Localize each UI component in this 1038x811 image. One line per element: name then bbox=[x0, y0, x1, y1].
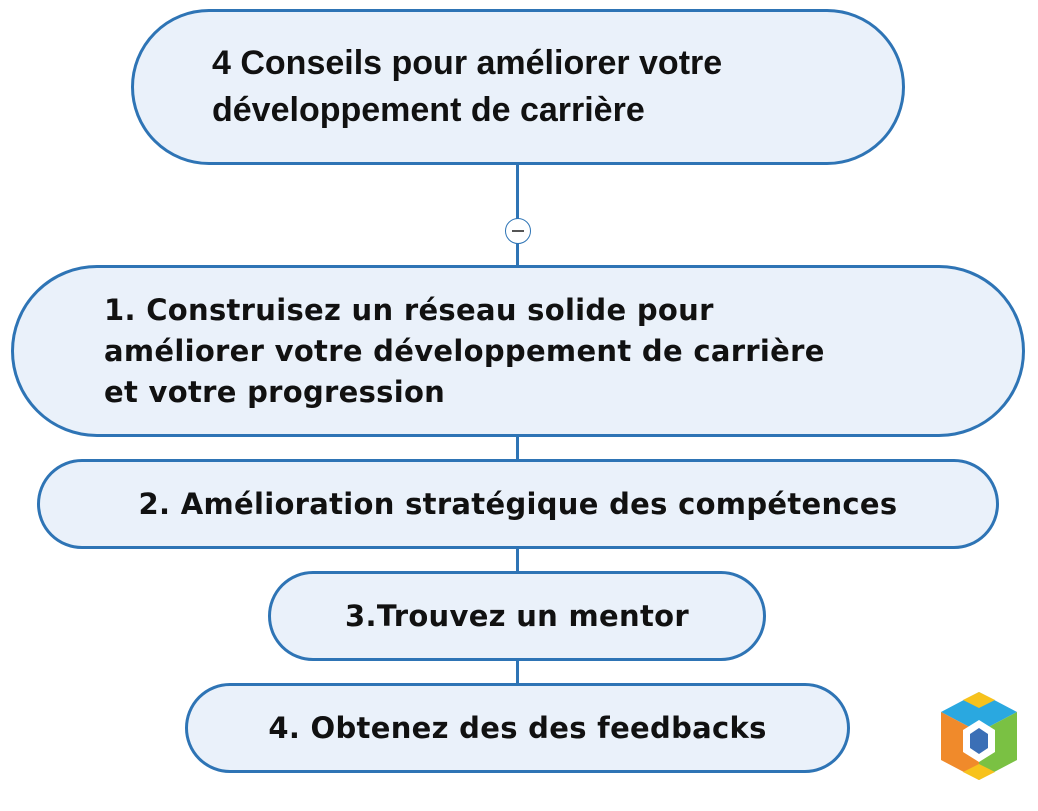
subtopic-4-label: 4. Obtenez des des feedbacks bbox=[268, 711, 767, 745]
subtopic-1-line-1: 1. Construisez un réseau solide pour bbox=[104, 292, 714, 327]
root-topic-line-2: développement de carrière bbox=[212, 91, 645, 129]
logo-bottom-accent bbox=[963, 764, 995, 780]
subtopic-1[interactable]: 1. Construisez un réseau solide pour amé… bbox=[11, 265, 1025, 437]
subtopic-1-text: 1. Construisez un réseau solide pour amé… bbox=[104, 290, 825, 413]
logo-center-inner bbox=[970, 728, 988, 754]
root-topic[interactable]: 4 Conseils pour améliorer votre développ… bbox=[131, 9, 905, 165]
connector-node-1-to-node-2 bbox=[516, 436, 519, 461]
collapse-toggle[interactable] bbox=[505, 218, 531, 244]
connector-root-to-collapse bbox=[516, 164, 519, 220]
minus-icon bbox=[512, 230, 524, 232]
logo-top-accent bbox=[963, 692, 995, 708]
connector-collapse-to-node-1 bbox=[516, 243, 519, 267]
cube-logo bbox=[941, 692, 1017, 780]
connector-node-2-to-node-3 bbox=[516, 548, 519, 573]
root-topic-line-1: 4 Conseils pour améliorer votre bbox=[212, 44, 723, 82]
root-topic-text: 4 Conseils pour améliorer votre développ… bbox=[212, 40, 722, 134]
connector-node-3-to-node-4 bbox=[516, 660, 519, 685]
subtopic-1-line-2: améliorer votre développement de carrièr… bbox=[104, 333, 825, 368]
subtopic-2-label: 2. Amélioration stratégique des compéten… bbox=[138, 487, 898, 521]
subtopic-1-line-3: et votre progression bbox=[104, 374, 446, 409]
subtopic-3[interactable]: 3.Trouvez un mentor bbox=[268, 571, 766, 661]
subtopic-3-label: 3.Trouvez un mentor bbox=[345, 599, 689, 633]
subtopic-2[interactable]: 2. Amélioration stratégique des compéten… bbox=[37, 459, 999, 549]
subtopic-4[interactable]: 4. Obtenez des des feedbacks bbox=[185, 683, 850, 773]
